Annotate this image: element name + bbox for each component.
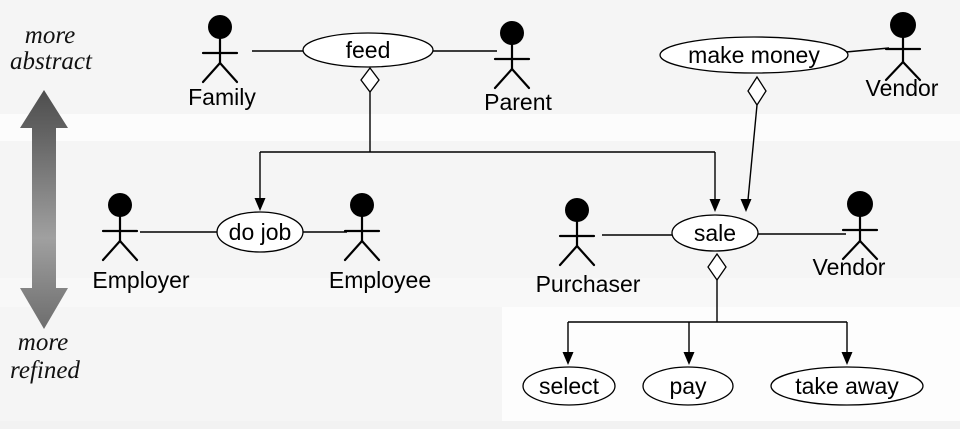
arrowhead-dojob: [254, 198, 266, 211]
usecase-feed-label: feed: [346, 37, 391, 63]
usecase-feed: feed: [302, 32, 434, 68]
actor-employee: Employee: [329, 193, 431, 293]
arrowhead-sale-from-makemoney: [740, 199, 752, 212]
actor-family-head: [208, 15, 232, 39]
actor-parent-label: Parent: [484, 89, 552, 115]
actor-vendor-top-leg-right: [901, 60, 922, 82]
actor-employer-leg-right: [118, 239, 139, 262]
side-label-refined-line1: more: [18, 329, 68, 356]
sale-aggregation-tree: [562, 252, 853, 365]
actor-vendor-mid: Vendor: [813, 191, 886, 280]
actor-parent-leg-right: [510, 67, 531, 90]
actor-purchaser-leg-left: [558, 244, 579, 267]
actor-vendor-mid-label: Vendor: [813, 254, 886, 280]
background-bottom-strip: [0, 421, 960, 429]
actor-vendor-top: Vendor: [866, 12, 939, 101]
makemoney-aggregation-tree: [740, 75, 767, 212]
actor-vendor-top-leg-left: [884, 60, 905, 82]
actor-purchaser-head: [565, 198, 589, 222]
actor-family-label: Family: [188, 84, 256, 110]
background-band-upper: [0, 114, 960, 141]
actor-vendor-mid-leg-left: [841, 239, 862, 261]
usecase-sale: sale: [671, 214, 759, 252]
actor-vendor-mid-head: [847, 191, 873, 217]
actor-family-leg-right: [218, 61, 239, 84]
usecase-do-job: do job: [216, 211, 304, 253]
side-label-refined-line2: refined: [10, 357, 80, 384]
usecase-make-money-label: make money: [688, 42, 820, 68]
arrowhead-pay: [683, 352, 695, 365]
actor-family-leg-left: [201, 61, 222, 84]
usecase-take-away-label: take away: [795, 373, 899, 399]
association-makemoney-vendor: [845, 47, 890, 53]
usecase-pay-ellipse: [642, 366, 734, 406]
actor-purchaser: Purchaser: [536, 198, 641, 297]
actor-employer-head: [108, 193, 132, 217]
abstraction-axis-arrow: [20, 90, 68, 329]
usecase-feed-ellipse: [302, 32, 434, 68]
actor-vendor-top-label: Vendor: [866, 75, 939, 101]
usecase-pay: pay: [642, 366, 734, 406]
usecase-pay-label: pay: [669, 373, 707, 399]
arrowhead-select: [562, 352, 574, 365]
actor-purchaser-leg-right: [575, 244, 596, 267]
feed-aggregation-tree: [254, 66, 721, 212]
usecase-make-money-ellipse: [659, 36, 849, 74]
usecase-take-away-ellipse: [770, 366, 924, 406]
usecase-do-job-label: do job: [229, 219, 292, 245]
usecase-take-away: take away: [770, 366, 924, 406]
usecase-select-ellipse: [522, 366, 616, 406]
usecase-make-money: make money: [659, 36, 849, 74]
makemoney-sale-line: [747, 104, 758, 201]
arrowhead-sale-from-feed: [709, 199, 721, 212]
usecase-do-job-ellipse: [216, 211, 304, 253]
side-label-abstract-line1: more: [25, 22, 75, 49]
actor-employer-label: Employer: [92, 267, 189, 293]
actor-employer-leg-left: [101, 239, 122, 262]
actor-family: Family: [188, 15, 256, 110]
side-label-abstract-line2: abstract: [10, 48, 93, 75]
usecase-sale-ellipse: [671, 214, 759, 252]
actor-employee-label: Employee: [329, 267, 431, 293]
background-band-middle: [0, 278, 960, 307]
usecase-sale-label: sale: [694, 220, 736, 246]
actor-vendor-top-head: [890, 12, 916, 38]
actor-employee-leg-right: [360, 239, 381, 262]
association-lines: [140, 47, 890, 236]
actor-employee-leg-left: [343, 239, 364, 262]
side-labels: more abstract more refined: [10, 22, 93, 384]
usecase-select-label: select: [539, 373, 600, 399]
actor-parent: Parent: [484, 21, 552, 115]
actor-parent-head: [500, 21, 524, 45]
arrowhead-takeaway: [841, 352, 853, 365]
actor-employee-head: [350, 193, 374, 217]
actor-employer: Employer: [92, 193, 190, 293]
usecase-select: select: [522, 366, 616, 406]
actor-purchaser-label: Purchaser: [536, 271, 641, 297]
actor-vendor-mid-leg-right: [858, 239, 879, 261]
actor-parent-leg-left: [493, 67, 514, 90]
